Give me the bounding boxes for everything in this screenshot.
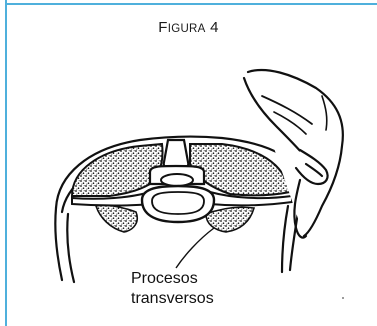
speck-mark — [342, 297, 344, 299]
left-muscle-mass — [72, 144, 163, 196]
spinal-canal — [161, 174, 193, 186]
caption-line-1: Procesos — [131, 269, 214, 289]
figure-caption: Procesos transversos — [131, 269, 214, 309]
left-lower-muscle — [96, 205, 137, 232]
caption-leader-line — [176, 228, 214, 268]
caption-line-2: transversos — [131, 289, 214, 309]
